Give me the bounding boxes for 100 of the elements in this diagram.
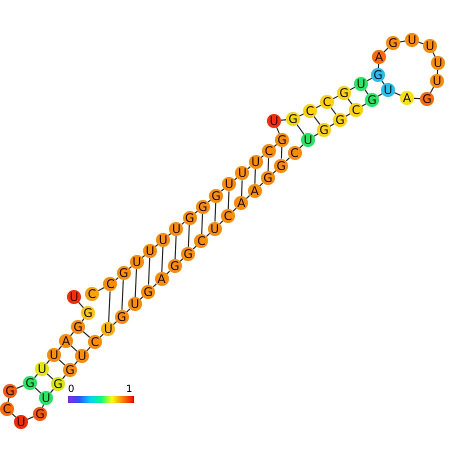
nucleotide-circle: C [303,104,317,118]
nucleotide-circle: C [85,287,99,301]
nucleotide-circle: G [209,188,223,202]
nucleotide-circle: C [0,402,14,416]
connector-line [82,331,90,338]
connector-line [366,78,372,82]
connector-line [232,208,237,212]
nucleotide-circle: U [39,391,53,405]
nucleotide-circle: G [365,93,379,107]
nucleotide-circle: U [405,33,419,47]
connector-line [121,280,124,310]
nucleotide-circle: U [128,297,142,312]
nucleotide-circle: G [33,407,47,421]
connector-line [314,116,320,125]
nucleotide-circle: U [101,322,116,336]
nucleotide-circle: G [81,306,95,320]
connector-line [400,40,406,42]
connector-line [126,308,130,312]
nucleotide-circle: U [67,290,81,304]
connector-line [152,283,157,288]
nucleotide-circle: G [260,171,275,186]
connector-line [134,269,138,298]
nucleotide-circle: G [317,123,331,137]
connector-line [350,86,356,90]
connector-line [316,104,322,108]
nucleotide-circle: U [381,83,395,97]
nucleotide-circle: C [349,103,363,117]
nucleotide-circle: A [400,91,414,105]
connector-line [192,246,197,250]
connector-line [259,182,264,186]
nucleotide-circle: G [371,68,385,82]
nucleotide-circle: C [88,335,102,349]
nucleotide-circle: A [59,334,73,348]
nucleotide-circle: U [169,222,184,236]
nucleotide-circle: U [235,166,250,180]
connector-line [100,334,104,338]
nucleotide-circle: C [320,95,334,109]
nucleotide-circle: A [248,184,262,198]
nucleotide-circle: G [23,376,37,390]
connector-line [174,236,177,260]
connector-line [394,92,401,96]
nucleotide-circle: G [116,266,131,280]
nucleotide-circle: C [194,234,208,248]
nucleotide-circle: A [154,272,168,286]
connector-line [296,124,304,135]
nucleotide-circle: G [275,133,289,147]
connector-line [299,113,304,117]
nucleotide-circle: U [430,74,444,88]
nucleotide-circle: U [431,56,445,70]
connector-line [220,188,224,192]
nucleotide-circle: G [141,284,156,299]
nucleotide-circle: G [337,86,351,100]
connector-line [108,291,111,322]
scale-label: 0 [68,385,74,395]
nucleotide-circle: G [63,363,77,377]
nucleotide-circle: G [3,384,17,398]
connector-line [188,224,190,247]
connector-line [8,398,10,402]
nucleotide-circle: U [248,155,263,170]
nucleotide-circle: U [130,255,144,270]
nucleotide-circle: G [71,320,85,334]
nucleotide-circle: G [51,377,65,391]
nucleotide-circle: C [221,209,235,223]
nucleotide-circle: A [372,50,386,64]
connector-line [330,107,336,115]
connector-line [332,96,338,100]
nucleotide-circle: G [181,246,196,261]
nucleotide-circle: U [156,232,170,247]
connector-line [16,385,24,389]
nucleotide-circle: A [234,196,248,210]
nucleotide-circle: U [301,133,315,147]
connector-line [201,214,204,234]
connector-line [240,180,243,196]
connector-line [268,158,270,172]
nucleotide-circle: U [35,362,49,376]
connector-line [115,277,119,280]
nucleotide-circle: U [208,222,222,236]
connector-line [299,144,304,149]
nucleotide-circle: U [47,348,61,362]
scale-label: 1 [126,385,132,395]
nucleotide-circle: G [386,36,400,50]
connector-line [148,258,150,285]
connector-line [254,169,256,184]
nucleotide-circle: U [354,77,368,91]
connector-line [247,166,251,170]
nucleotide-circle: G [196,200,210,214]
nucleotide-circle: U [75,349,89,363]
nucleotide-circle: C [262,144,276,158]
connector-line [161,246,164,272]
nucleotide-circle: G [286,112,300,126]
connector-line [78,302,84,308]
connector-line [432,52,436,57]
nucleotide-circle: G [168,259,182,274]
nucleotide-circle: U [14,415,28,429]
nucleotide-circle: G [114,310,129,324]
nucleotide-circle: G [420,92,434,106]
nucleotide-circle: C [288,146,302,160]
connector-line [228,191,230,210]
connector-line [181,222,185,225]
nucleotide-circle: C [103,277,118,292]
